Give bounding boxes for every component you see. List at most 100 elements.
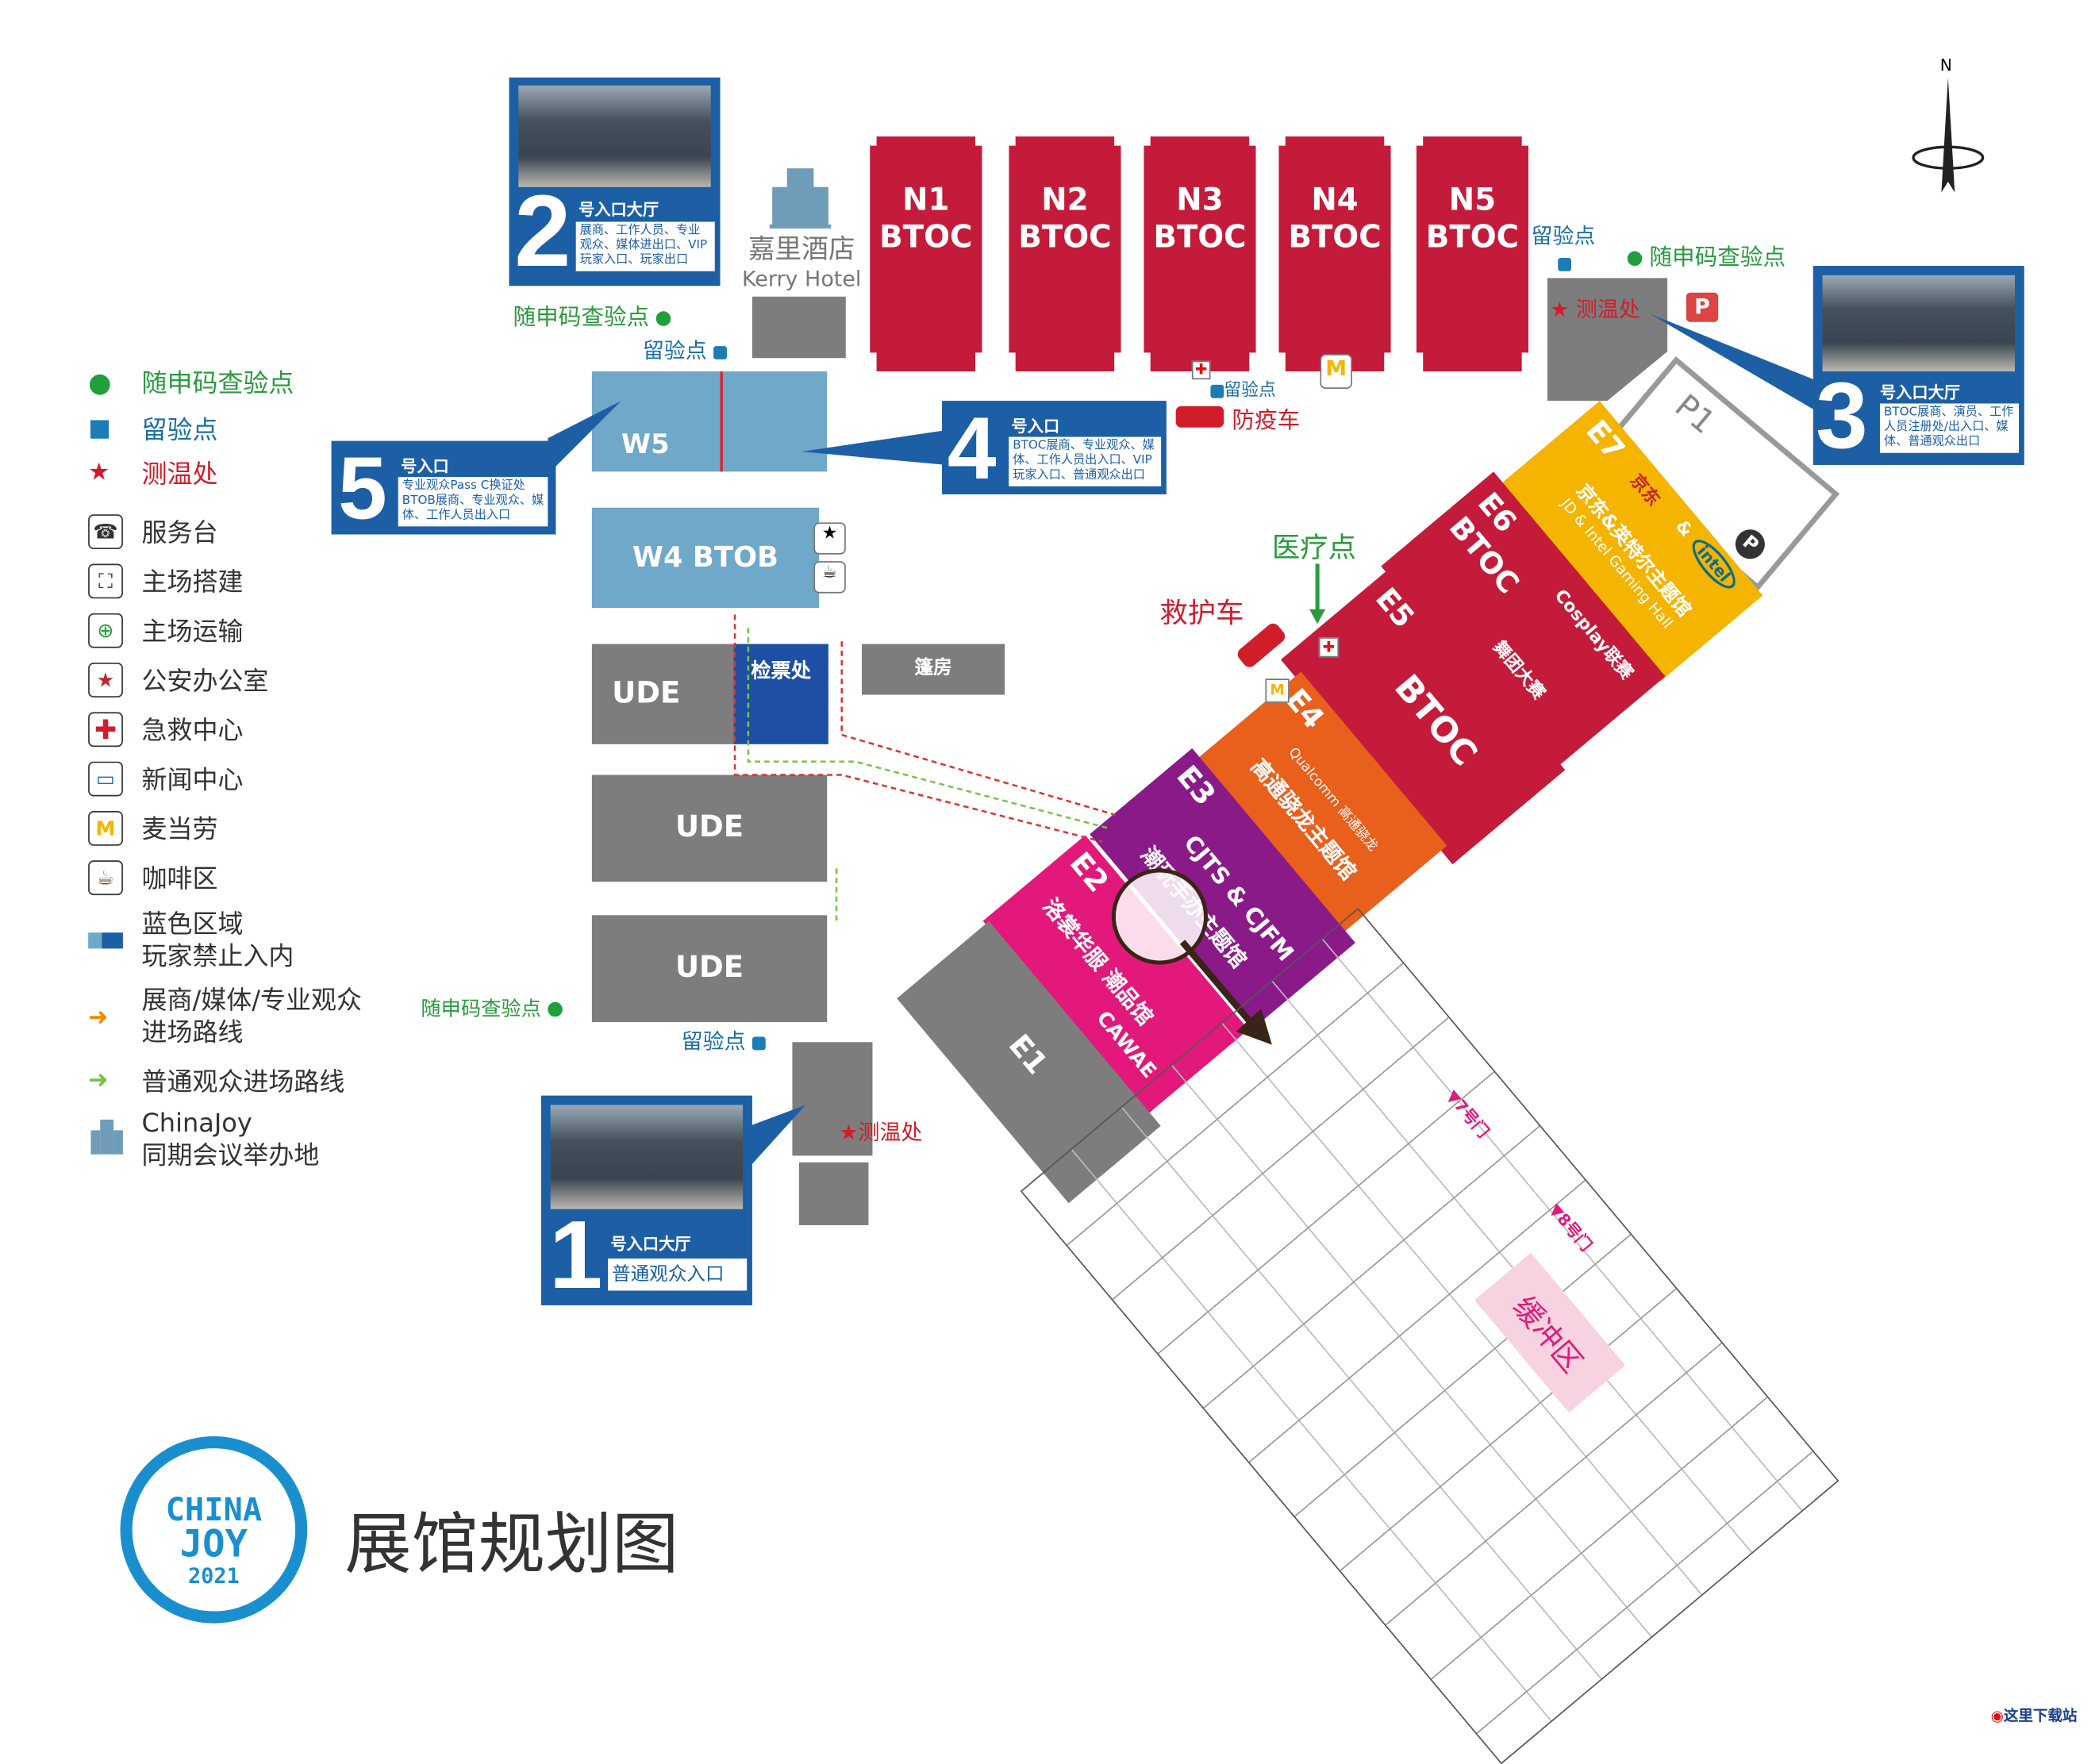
police-icon: ★ <box>88 662 123 698</box>
hall-w4[interactable]: W4 BTOB <box>591 507 820 609</box>
hall-w5[interactable]: W5 <box>591 371 828 472</box>
check-point-text: 随申码查验点 <box>421 997 541 1021</box>
hall-name: UDE <box>612 677 681 711</box>
legend-label: 新闻中心 <box>141 765 244 795</box>
entrance-desc: BTOC展商、演员、工作人员注册处/出入口、媒体、普通观众出口 <box>1879 403 2020 453</box>
temp-check-label: ★ 测温处 <box>1550 296 1640 322</box>
ambulance-label: 救护车 <box>1159 597 1244 630</box>
page-title: 展馆规划图 <box>344 1505 679 1584</box>
entrance-4-callout[interactable]: 4 号入口 BTOC展商、专业观众、媒体、工作人员出入口、VIP玩家入口、普通观… <box>942 401 1167 494</box>
hold-point-label: 留验点 <box>1531 217 1596 275</box>
legend-label: 服务台 <box>141 518 218 548</box>
hall-type: BTOC <box>1288 220 1382 256</box>
hall-type: BTOC <box>1153 220 1247 256</box>
legend-label: 同期会议举办地 <box>141 1140 320 1170</box>
legend-label: 主场运输 <box>141 617 244 647</box>
hall-name: UDE <box>675 951 744 985</box>
legend-label: 留验点 <box>141 415 218 445</box>
legend-label: 咖啡区 <box>141 864 218 894</box>
hall-ude-1[interactable]: UDE <box>591 644 734 744</box>
hold-point-text: 留验点 <box>1531 223 1596 249</box>
chinajoy-logo: CHINA JOY 2021 <box>120 1435 308 1624</box>
callout-pointer <box>548 401 621 475</box>
entry-routes <box>733 614 1117 922</box>
legend-label: 普通观众进场路线 <box>141 1067 345 1097</box>
check-point-dot <box>547 1001 563 1017</box>
parking-icon: P <box>1729 523 1771 565</box>
police-icon: ★ <box>813 522 846 555</box>
hall-connector-block <box>752 296 846 359</box>
callout-pointer <box>801 430 947 465</box>
hall-name: W5 <box>621 427 670 460</box>
logo-text: JOY <box>179 1521 248 1566</box>
hold-point-label: 留验点 <box>682 1024 766 1055</box>
legend-item: ●随申码查验点 <box>88 363 294 399</box>
legend-item: ■留验点 <box>88 410 217 446</box>
hall-name: N2 <box>1041 183 1089 218</box>
hall-ude-2[interactable]: UDE <box>591 774 828 882</box>
legend-item: ☎ 服务台 <box>88 513 217 549</box>
coffee-icon: ☕ <box>813 561 846 594</box>
callout-pointer <box>1650 313 1817 412</box>
check-point-text: 随申码查验点 <box>513 304 650 332</box>
logo-year: 2021 <box>187 1562 240 1589</box>
check-point-dot <box>1627 250 1643 266</box>
hold-point-square <box>1210 384 1224 398</box>
medical-point-label: 医疗点 <box>1271 532 1356 564</box>
legend-label: ChinaJoy <box>141 1109 252 1139</box>
parking-icon: P <box>1686 292 1719 322</box>
legend-item: ➜展商/媒体/专业观众进场路线 <box>88 985 362 1049</box>
entrance-desc: 普通观众入口 <box>608 1259 748 1291</box>
tent-label: 篷房 <box>914 657 952 679</box>
compass: N <box>1908 56 1988 203</box>
mcdonalds-icon: M <box>1320 354 1352 389</box>
watermark-text: 这里下载站 <box>2003 1707 2078 1725</box>
check-point-label: 随申码查验点 <box>421 994 563 1022</box>
legend-label: 测温处 <box>141 459 218 490</box>
tent-area[interactable]: 篷房 <box>861 644 1005 695</box>
medical-arrow <box>1309 563 1326 625</box>
entrance-photo <box>550 1105 744 1209</box>
entrance-title: 号入口大厅 <box>579 200 659 220</box>
legend-label: 公安办公室 <box>141 667 269 697</box>
ticket-check-label: 检票处 <box>751 659 812 683</box>
hall-name: N4 <box>1311 183 1359 218</box>
logo-text: CHINA <box>165 1491 263 1529</box>
service-desk-icon: ☎ <box>88 513 123 549</box>
hall-type: BTOC <box>1386 667 1485 774</box>
first-aid-icon: ✚ <box>1191 360 1211 380</box>
hold-point-square <box>752 1036 766 1050</box>
entrance-5-callout[interactable]: 5 号入口 专业观众Pass C换证处 BTOB展商、专业观众、媒体、工作人员出… <box>331 440 556 534</box>
blue-area-icon <box>88 932 123 949</box>
entrance-2-callout[interactable]: 2 号入口大厅 展商、工作人员、专业观众、媒体进出口、VIP玩家入口、玩家出口 <box>509 77 721 286</box>
entrance-1-hall-block <box>792 1042 873 1156</box>
press-icon: ▭ <box>88 760 123 796</box>
entrance-3-callout[interactable]: 3 号入口大厅 BTOC展商、演员、工作人员注册处/出入口、媒体、普通观众出口 <box>1812 266 2024 465</box>
hotel-name-cn: 嘉里酒店 <box>748 232 855 265</box>
legend-item: ⊕ 主场运输 <box>88 612 243 648</box>
compass-icon <box>1912 77 1985 193</box>
legend-item: ➜普通观众进场路线 <box>88 1063 344 1098</box>
ticket-check-area[interactable]: 检票处 <box>733 644 828 744</box>
transport-icon: ⊕ <box>88 612 123 648</box>
compass-north-label: N <box>1939 56 1952 75</box>
hall-ude-3[interactable]: UDE <box>591 915 828 1023</box>
orange-arrow-icon: ➜ <box>88 1002 109 1031</box>
legend-label: 主场搭建 <box>141 567 244 598</box>
entrance-1-callout[interactable]: 1 号入口大厅 普通观众入口 <box>540 1095 752 1305</box>
legend-item: ★ 公安办公室 <box>88 661 269 698</box>
hold-point-label: 留验点 <box>1210 375 1276 401</box>
parking-label: P <box>1694 294 1710 320</box>
check-point-dot <box>656 310 671 325</box>
epidemic-car-icon <box>1175 405 1224 428</box>
entrance-title: 号入口大厅 <box>610 1234 691 1254</box>
watermark: ◉这里下载站 <box>1991 1704 2078 1726</box>
hold-point-text: 留验点 <box>1224 380 1276 402</box>
